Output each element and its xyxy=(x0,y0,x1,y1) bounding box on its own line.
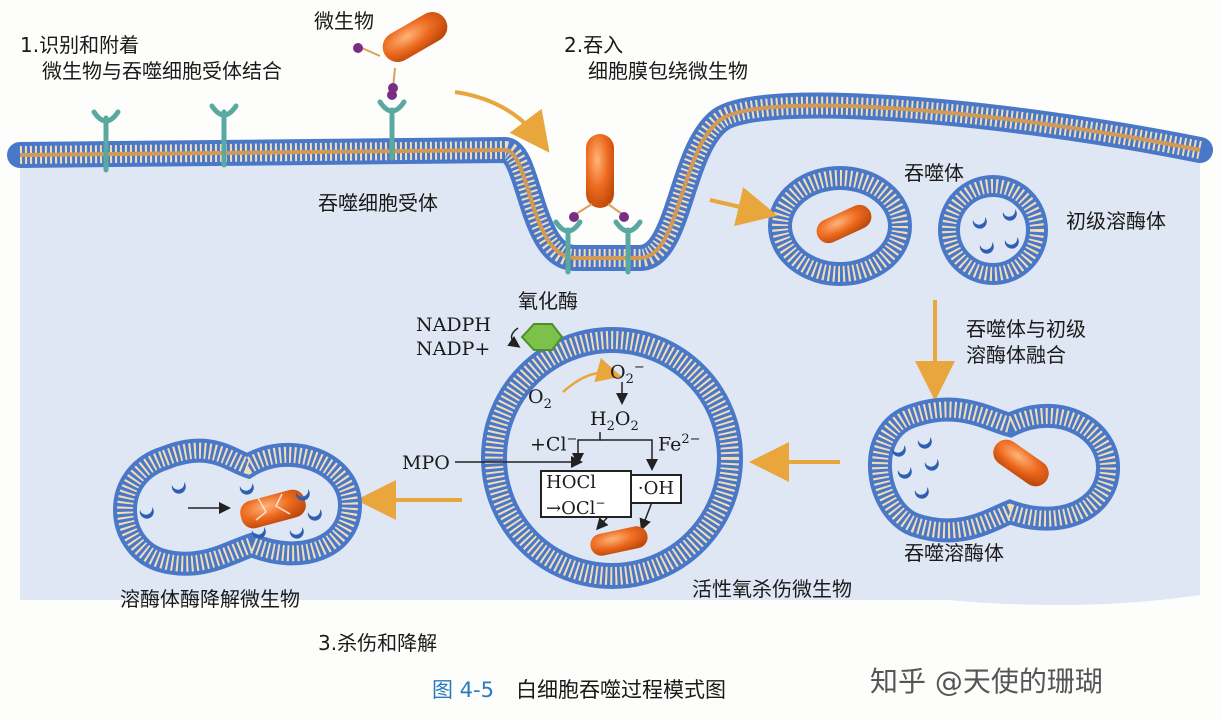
figure-title: 白细胞吞噬过程模式图 xyxy=(515,678,726,702)
iron-label: Fe2− xyxy=(658,432,701,456)
receptor-icon xyxy=(613,219,643,275)
receptor-icon xyxy=(209,103,239,168)
phagosome-label: 吞噬体 xyxy=(904,161,964,185)
step1-title: 1.识别和附着 xyxy=(20,33,140,57)
degrading-phagolysosome xyxy=(113,438,363,576)
receptor-icon xyxy=(377,99,407,161)
fusion-label-line2: 溶酶体融合 xyxy=(966,343,1066,367)
chloride-label: +Cl− xyxy=(530,432,578,456)
microbe-icon xyxy=(993,439,1049,487)
mpo-label: MPO xyxy=(402,452,450,474)
microbe-icon xyxy=(816,204,872,244)
oxidase-label: 氧化酶 xyxy=(518,289,578,313)
nadph-label: NADPH xyxy=(416,314,491,336)
step3-title: 3.杀伤和降解 xyxy=(318,631,438,655)
microbe-icon xyxy=(590,526,648,556)
ligand-icon xyxy=(569,212,579,222)
primary-lysosome xyxy=(938,175,1048,285)
ocl-label: →OCl− xyxy=(546,496,606,519)
ros-kill-label: 活性氧杀伤微生物 xyxy=(692,577,852,601)
nadp-label: NADP+ xyxy=(416,338,491,360)
hydroxyl-box: ·OH xyxy=(630,474,682,504)
step2-desc: 细胞膜包绕微生物 xyxy=(588,59,748,83)
superoxide-label: O2− xyxy=(610,360,645,388)
ligand-icon xyxy=(388,83,398,93)
receptor-icon xyxy=(553,219,583,275)
phagolysosome xyxy=(868,397,1120,543)
oxidase-icon xyxy=(520,323,564,351)
phagosome xyxy=(768,166,912,286)
ligand-icon xyxy=(619,212,629,222)
arrow-icon xyxy=(454,90,550,153)
microbe-icon xyxy=(586,134,614,208)
oxygen-label: O2 xyxy=(528,386,552,412)
fusion-label-line1: 吞噬体与初级 xyxy=(966,317,1086,341)
receptor-icon xyxy=(91,109,121,173)
degrade-label: 溶酶体酶降解微生物 xyxy=(120,587,300,611)
microbe-label: 微生物 xyxy=(314,9,374,33)
watermark: 知乎 @天使的珊瑚 xyxy=(870,665,1103,698)
arrow-icon xyxy=(709,187,778,227)
phagolysosome-label: 吞噬溶酶体 xyxy=(904,541,1004,565)
hocl-box: HOCl →OCl− xyxy=(540,470,632,519)
step1-desc: 微生物与吞噬细胞受体结合 xyxy=(42,59,282,83)
microbe-icon xyxy=(382,12,448,62)
ligand-icon xyxy=(353,43,363,53)
receptor-label: 吞噬细胞受体 xyxy=(318,191,438,215)
step2-title: 2.吞入 xyxy=(564,33,624,57)
hydroxyl-label: ·OH xyxy=(637,478,675,499)
figure-caption: 图 4-5 白细胞吞噬过程模式图 xyxy=(432,674,726,704)
h2o2-label: H2O2 xyxy=(590,408,639,434)
hocl-label: HOCl xyxy=(546,472,596,493)
primary-lysosome-label: 初级溶酶体 xyxy=(1066,209,1166,233)
figure-number: 图 4-5 xyxy=(432,678,494,702)
